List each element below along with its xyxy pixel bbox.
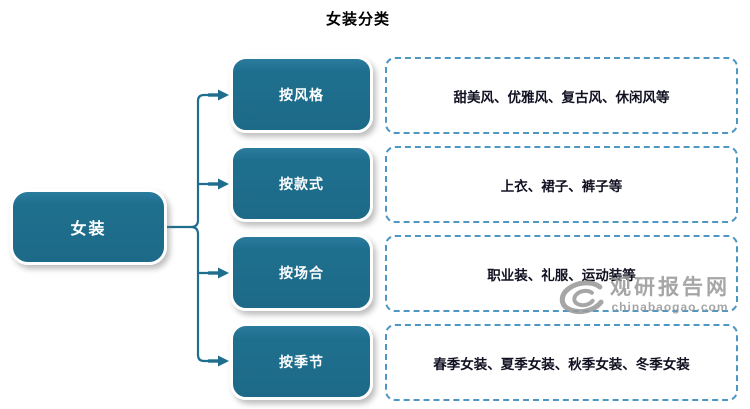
detail-box-type: 上衣、裙子、裤子等 [385,146,738,223]
detail-box-season: 春季女装、夏季女装、秋季女装、冬季女装 [385,324,738,401]
branch-node-label: 按风格 [279,86,324,103]
branch-node-occasion: 按场合 [230,234,373,311]
branch-node-label: 按场合 [279,264,324,281]
arrow-right-icon [218,89,229,101]
diagram-title: 女装分类 [325,11,390,28]
detail-text: 职业装、礼服、运动装等 [487,267,636,283]
branch-node-style: 按风格 [230,56,373,133]
detail-text: 上衣、裙子、裤子等 [500,178,623,194]
arrow-right-icon [218,355,229,367]
detail-text: 甜美风、优雅风、复古风、休闲风等 [453,89,670,105]
detail-box-style: 甜美风、优雅风、复古风、休闲风等 [385,57,738,134]
branch-node-label: 按款式 [279,175,324,192]
detail-text: 春季女装、夏季女装、秋季女装、冬季女装 [433,356,690,372]
branch-node-season: 按季节 [230,323,373,400]
root-node-label: 女装 [70,221,107,238]
arrow-right-icon [218,267,229,279]
trunk-line [190,93,218,363]
branch-node-type: 按款式 [230,145,373,222]
root-node: 女装 [10,189,167,265]
arrow-right-icon [218,178,229,190]
detail-box-occasion: 职业装、礼服、运动装等 [385,235,738,312]
branch-node-label: 按季节 [279,353,324,370]
